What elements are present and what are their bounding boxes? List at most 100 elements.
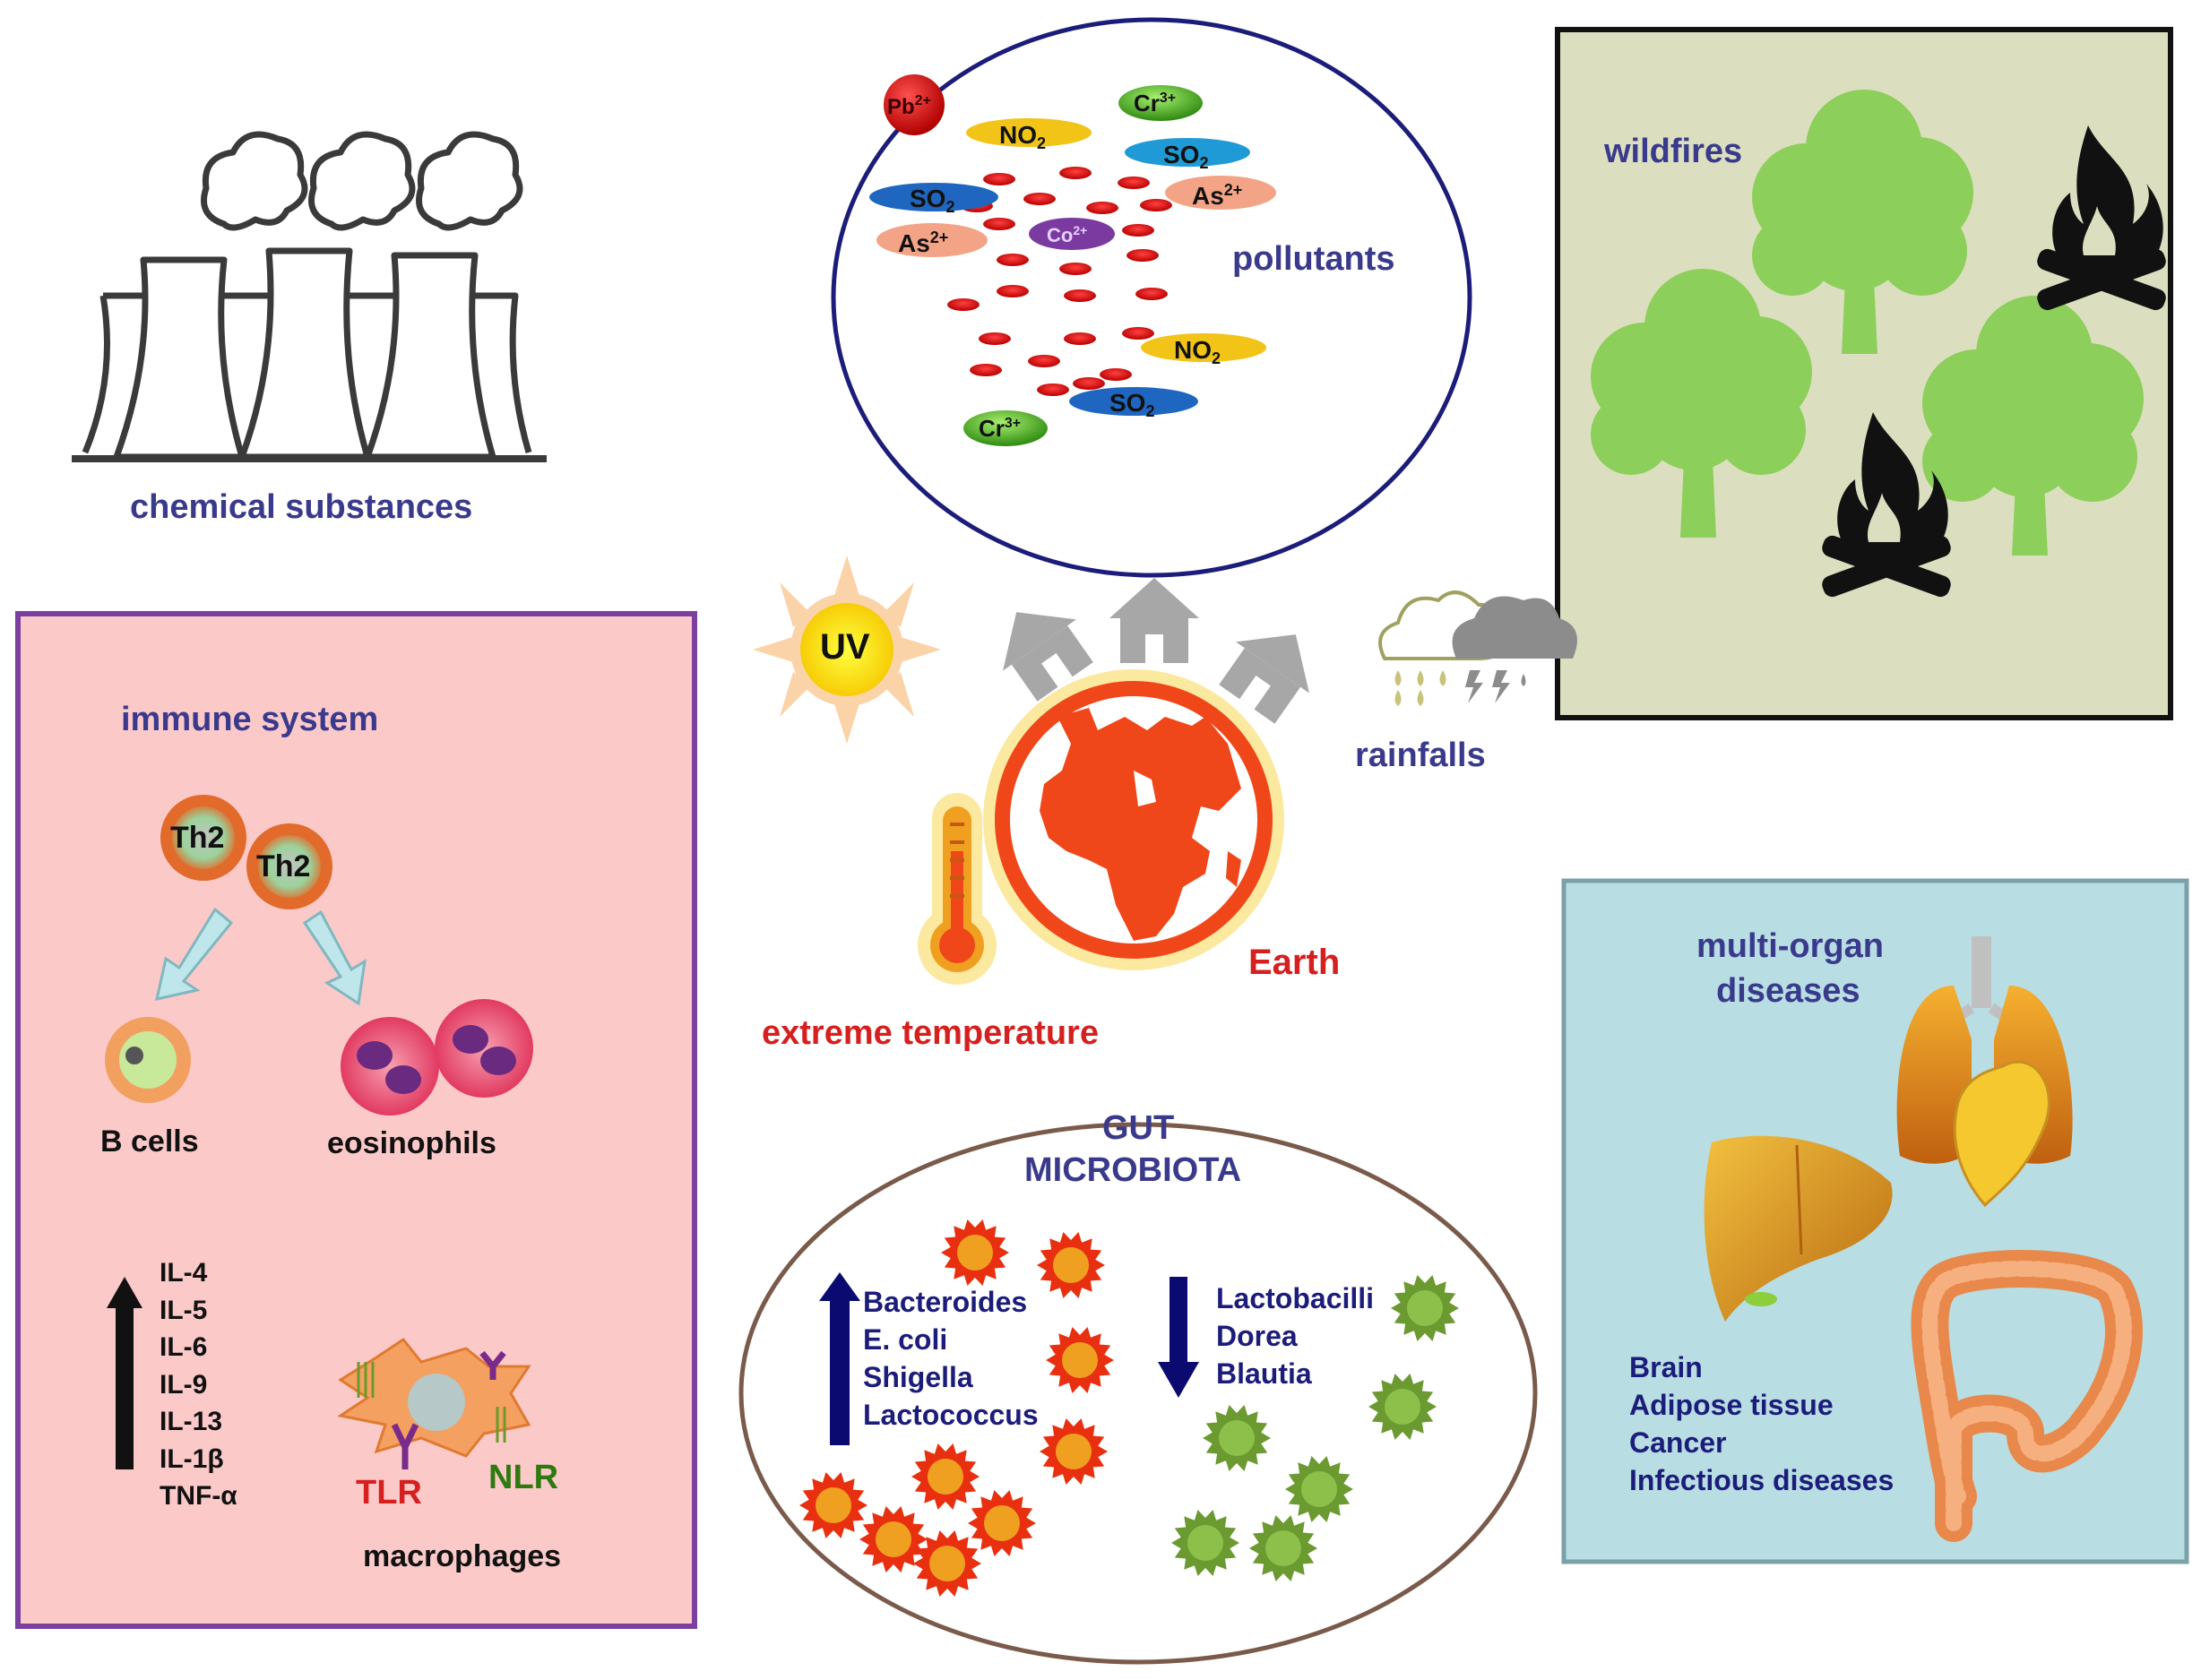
bacteria-item: Dorea bbox=[1216, 1320, 1298, 1352]
multi-organ-title-line1: multi-organ bbox=[1696, 927, 1884, 965]
ion-label-co: Co2+ bbox=[1047, 223, 1087, 246]
heart-icon bbox=[1953, 1060, 2050, 1208]
nlr-label: NLR bbox=[488, 1459, 559, 1496]
gut-microbiota-circle bbox=[738, 1122, 1538, 1665]
th2-label: Th2 bbox=[170, 821, 225, 855]
ion-no2-bottom bbox=[1141, 333, 1266, 362]
cytokine-list: IL-4 IL-5 IL-6 IL-9 IL-13 IL-1β TNF-α bbox=[160, 1254, 237, 1515]
earth-label: Earth bbox=[1248, 943, 1341, 982]
arrow-icon bbox=[155, 907, 367, 1006]
campfire-icon bbox=[1822, 412, 1951, 598]
cytokine-item: IL-9 bbox=[160, 1369, 208, 1400]
ion-as-right bbox=[1165, 176, 1276, 210]
red-bacterium-icon bbox=[968, 1490, 1036, 1556]
up-arrow-icon bbox=[107, 1277, 142, 1469]
ion-label-cr-top: Cr3+ bbox=[1134, 90, 1176, 116]
b-cells-label: B cells bbox=[100, 1124, 199, 1159]
green-bacteria-icons bbox=[1171, 1275, 1459, 1581]
ion-label-as-right: As2+ bbox=[1192, 181, 1242, 210]
ion-label-no2-top: NO2 bbox=[999, 121, 1046, 152]
chemical-substances-label: chemical substances bbox=[130, 488, 473, 526]
red-bacterium-icon bbox=[941, 1219, 1009, 1286]
pollutants-label: pollutants bbox=[1232, 240, 1395, 278]
ion-label-cr-bottom: Cr3+ bbox=[979, 415, 1021, 442]
disease-item: Infectious diseases bbox=[1629, 1464, 1895, 1496]
macrophages-label: macrophages bbox=[363, 1539, 562, 1573]
bacteria-item: E. coli bbox=[863, 1323, 948, 1356]
green-bacterium-icon bbox=[1285, 1456, 1353, 1522]
green-bacterium-icon bbox=[1203, 1405, 1271, 1471]
green-bacterium-icon bbox=[1249, 1515, 1317, 1581]
b-cell-icon bbox=[105, 1017, 191, 1103]
up-arrow-icon bbox=[819, 1272, 860, 1445]
gut-title-line1: GUT bbox=[1102, 1109, 1175, 1147]
tree-icon bbox=[1922, 296, 2144, 556]
bacteria-item: Shigella bbox=[863, 1361, 973, 1393]
rain-cloud-icon bbox=[1378, 590, 1577, 706]
ion-pb bbox=[884, 74, 945, 135]
ion-label-pb: Pb2+ bbox=[887, 93, 931, 119]
house-icon bbox=[1003, 578, 1309, 724]
bacteria-item: Lactobacilli bbox=[1216, 1282, 1375, 1314]
th2-cell-icon bbox=[160, 795, 332, 909]
uv-label: UV bbox=[820, 627, 870, 667]
factory-icon bbox=[72, 131, 547, 462]
down-arrow-icon bbox=[1158, 1277, 1199, 1398]
cytokine-item: IL-5 bbox=[160, 1295, 208, 1325]
red-bacterium-icon bbox=[913, 1530, 981, 1597]
wildfires-label: wildfires bbox=[1604, 133, 1743, 170]
red-bacterium-icon bbox=[1037, 1232, 1105, 1298]
disease-item: Adipose tissue bbox=[1629, 1389, 1834, 1421]
green-bacterium-icon bbox=[1368, 1374, 1437, 1440]
bacteria-item: Blautia bbox=[1216, 1357, 1312, 1390]
red-bacterium-icon bbox=[799, 1472, 867, 1538]
ion-label-as-left: As2+ bbox=[898, 228, 948, 257]
ion-so2-left bbox=[869, 183, 998, 211]
ion-so2-bottom bbox=[1069, 387, 1198, 416]
red-particles bbox=[947, 167, 1172, 396]
disease-list: Brain Adipose tissue Cancer Infectious d… bbox=[1629, 1348, 1894, 1499]
cytokine-item: IL-1β bbox=[160, 1443, 224, 1474]
ion-label-no2-bottom: NO2 bbox=[1174, 336, 1221, 367]
disease-item: Cancer bbox=[1629, 1426, 1727, 1459]
ion-cr-bottom bbox=[963, 410, 1048, 446]
red-bacterium-icon bbox=[1046, 1327, 1114, 1393]
bacteria-item: Lactococcus bbox=[863, 1399, 1039, 1431]
gut-title-line2: MICROBIOTA bbox=[1024, 1151, 1242, 1189]
earth-icon bbox=[983, 669, 1284, 970]
decreased-bacteria-list: Lactobacilli Dorea Blautia bbox=[1216, 1279, 1374, 1392]
campfire-icon bbox=[2037, 125, 2166, 311]
thermometer-icon bbox=[918, 793, 997, 985]
tree-icon bbox=[1591, 269, 1812, 538]
cytokine-item: IL-6 bbox=[160, 1332, 208, 1362]
eosinophils-label: eosinophils bbox=[327, 1126, 496, 1160]
rainfalls-label: rainfalls bbox=[1355, 737, 1486, 774]
ion-label-so2-right: SO2 bbox=[1163, 141, 1208, 172]
th2-label: Th2 bbox=[256, 849, 311, 883]
ion-cr-top bbox=[1118, 85, 1203, 121]
bacteria-item: Bacteroides bbox=[863, 1286, 1028, 1318]
cytokine-item: IL-13 bbox=[160, 1407, 223, 1436]
macrophage-icon bbox=[337, 1337, 531, 1469]
tlr-label: TLR bbox=[356, 1474, 422, 1512]
tree-icon bbox=[1752, 90, 1973, 354]
red-bacterium-icon bbox=[859, 1506, 928, 1572]
immune-system-title: immune system bbox=[121, 701, 379, 738]
increased-bacteria-list: Bacteroides E. coli Shigella Lactococcus bbox=[863, 1283, 1039, 1434]
ion-as-left bbox=[876, 223, 988, 257]
extreme-temperature-label: extreme temperature bbox=[762, 1014, 1099, 1052]
ion-so2-right bbox=[1125, 138, 1250, 167]
ion-label-so2-left: SO2 bbox=[910, 185, 954, 216]
cytokine-item: TNF-α bbox=[160, 1481, 237, 1511]
disease-item: Brain bbox=[1629, 1351, 1703, 1383]
ion-co bbox=[1029, 218, 1115, 250]
cytokine-item: IL-4 bbox=[160, 1258, 208, 1288]
sun-icon bbox=[753, 556, 941, 744]
green-bacterium-icon bbox=[1391, 1275, 1459, 1341]
ion-no2-top bbox=[966, 118, 1092, 147]
multi-organ-title-line2: diseases bbox=[1716, 972, 1860, 1010]
red-bacterium-icon bbox=[911, 1443, 980, 1510]
red-bacterium-icon bbox=[1040, 1418, 1108, 1485]
intestine-icon bbox=[1911, 1250, 2143, 1542]
